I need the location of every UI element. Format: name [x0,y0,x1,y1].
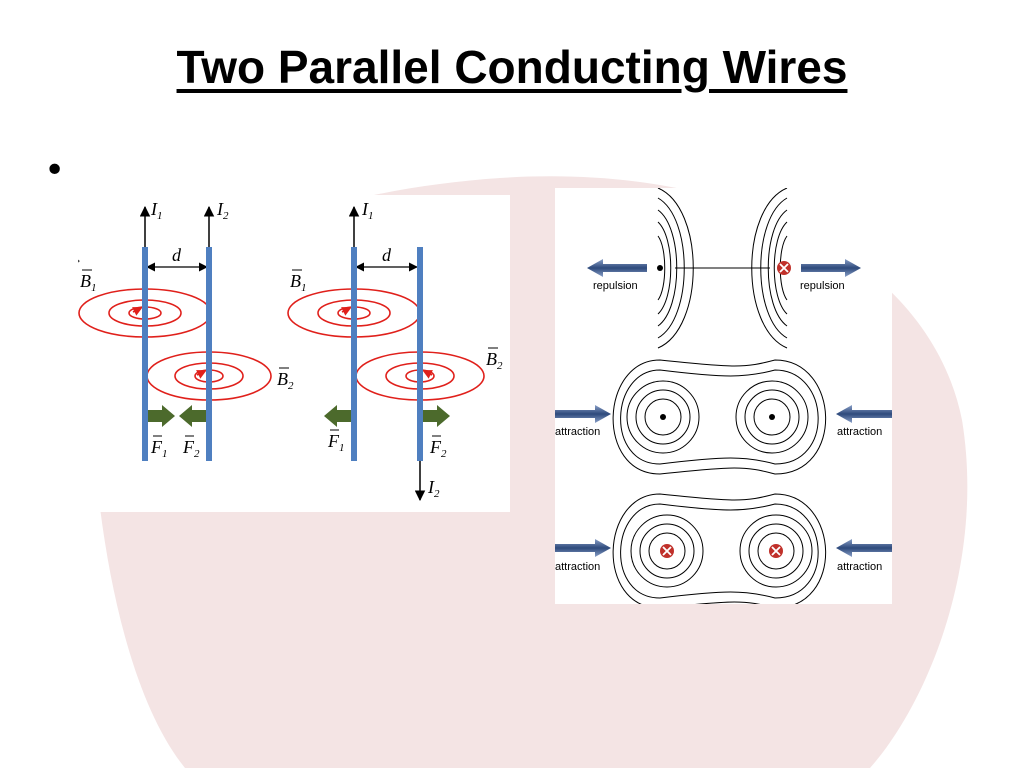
current-out-dot [660,414,666,420]
field-pattern-panel: repulsion repulsion attraction attractio… [555,187,892,609]
current-1-label: I1 [361,199,374,222]
force-1-arrow [148,405,175,427]
wire-2 [417,247,423,461]
wire-1 [351,247,357,461]
repulsion-arrow-left [587,259,647,277]
field-1-vector-mark: ⃗ [78,259,80,263]
force-1-label: F1 [327,431,345,454]
row-3-left-label: attraction [555,561,600,573]
repulsion-arrow-right [801,259,861,277]
current-out-dot [657,265,663,271]
force-1-label: F1 [150,437,168,460]
force-2-label: F2 [182,437,200,460]
row-1-left-label: repulsion [593,280,638,292]
current-2-label: I2 [427,477,440,500]
force-1-arrow [324,405,351,427]
field-2-label: B2 [486,349,503,372]
field-pattern-diagram: repulsion repulsion attraction attractio… [555,187,892,609]
field-1-label: B1 [80,271,97,294]
wire-1 [142,247,148,461]
distance-label: d [172,245,182,265]
attraction-arrow-right [836,405,892,423]
force-2-arrow [423,405,450,427]
force-2-label: F2 [429,437,447,460]
wire-force-diagram-panel: I1 I2 d B1 ⃗ B2 F1 F2 [74,195,510,512]
field-2-label: B2 [277,369,294,392]
current-1-label: I1 [150,199,163,222]
distance-label: d [382,245,392,265]
attraction-row-crosses [612,493,827,609]
current-2-label: I2 [216,199,229,222]
force-2-arrow [179,405,206,427]
wire-force-diagram: I1 I2 d B1 ⃗ B2 F1 F2 [74,199,503,502]
attraction-arrow-right [836,539,892,557]
current-into-symbol [777,261,791,275]
parallel-currents-diagram: I1 I2 d B1 ⃗ B2 F1 F2 [74,199,294,461]
antiparallel-currents-diagram: I1 d I2 B1 B2 F1 F2 [287,199,503,502]
row-3-right-label: attraction [837,561,882,573]
repulsion-row [657,187,788,349]
attraction-arrow-left [555,539,611,557]
row-2-right-label: attraction [837,426,882,438]
bullet-marker: • [44,150,66,191]
field-1-label: B1 [290,271,307,294]
current-into-symbol [769,544,783,558]
wire-2 [206,247,212,461]
attraction-row-dots [612,359,827,475]
current-into-symbol [660,544,674,558]
row-2-left-label: attraction [555,426,600,438]
slide-title: Two Parallel Conducting Wires [176,41,848,93]
attraction-arrow-left [555,405,611,423]
row-1-right-label: repulsion [800,280,845,292]
current-out-dot [769,414,775,420]
